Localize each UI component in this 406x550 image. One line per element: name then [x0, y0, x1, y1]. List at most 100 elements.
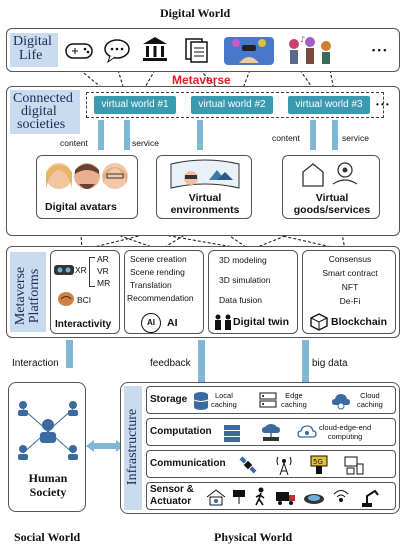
connected-label-line1: Connected	[13, 91, 73, 106]
digital-life-label-line2: Life	[19, 48, 43, 63]
virtual-env-icon	[170, 159, 240, 189]
antenna-icon	[273, 454, 295, 476]
vr-user-icon	[222, 33, 276, 67]
blockchain-card: Consensus Smart contract NFT De-Fi Block…	[302, 250, 396, 334]
robot-arm-icon	[359, 486, 381, 508]
human-network-icon	[18, 401, 78, 460]
digital-life-label-line1: Digital	[13, 34, 52, 49]
service-arrow-left	[124, 120, 130, 150]
digital-avatars-label: Digital avatars	[45, 201, 117, 213]
content-label-left: content	[60, 138, 88, 148]
interaction-label: Interaction	[12, 358, 59, 369]
digital-twin-title: Digital twin	[233, 316, 289, 328]
ar-label: AR	[97, 254, 109, 264]
interactivity-card: XR AR VR MR BCI Interactivity	[50, 250, 120, 334]
service-arrow-right	[332, 120, 338, 150]
xr-label: XR	[75, 265, 87, 275]
satellite-icon	[237, 454, 259, 476]
interactivity-title: Interactivity	[55, 319, 112, 330]
feedback-arrow	[198, 340, 205, 384]
communication-row: Communication 5G	[146, 450, 396, 478]
content-arrow-right	[310, 120, 316, 150]
sensor-actuator-row: Sensor & Actuator	[146, 482, 396, 510]
wifi-sensor-icon	[331, 486, 351, 508]
digital-twin-card: 3D modeling 3D simulation Data fusion Di…	[208, 250, 298, 334]
service-label-right: service	[342, 133, 369, 143]
sensor-title-line2: Actuator	[150, 496, 192, 507]
virtual-world-1: virtual world #1	[94, 96, 176, 114]
infrastructure-label-box: Infrastructure	[124, 386, 142, 510]
xr-bracket	[89, 257, 95, 287]
digital-life-label: Digital Life	[10, 33, 58, 67]
virtual-world-2: virtual world #2	[191, 96, 273, 114]
music-people-icon: ♪	[284, 34, 334, 66]
devices-icon	[343, 454, 365, 476]
truck-icon	[275, 488, 297, 506]
digital-life-more: • • •	[372, 45, 387, 55]
bank-icon	[140, 35, 170, 63]
chat-icon	[102, 36, 132, 64]
5g-icon: 5G	[309, 454, 329, 476]
env-label-line2: environments	[170, 204, 240, 216]
social-world-title: Social World	[14, 530, 81, 544]
twin-people-icon	[213, 314, 233, 330]
ai-item-scene-creation: Scene creation	[130, 254, 187, 264]
ai-title: AI	[167, 317, 178, 329]
storage-title: Storage	[150, 394, 188, 405]
virtual-environments-card: Virtual environments	[156, 155, 252, 219]
server-icon	[259, 391, 277, 411]
content-label-right: content	[272, 133, 300, 143]
computation-title: Computation	[150, 426, 212, 437]
ai-card: Scene creation Scene rending Translation…	[124, 250, 204, 334]
goods-label-line1: Virtual	[315, 192, 349, 204]
database-icon	[193, 391, 209, 411]
infrastructure-label: Infrastructure	[125, 408, 140, 486]
metaverse-platforms-label: Metaverse Platforms	[10, 252, 46, 332]
svg-text:♪: ♪	[300, 35, 305, 44]
service-label-left: service	[132, 138, 159, 148]
bc-item-consensus: Consensus	[328, 254, 372, 264]
virtual-goods-label: Virtual goods/services	[283, 192, 381, 216]
mr-label: MR	[97, 278, 111, 288]
connected-label-line2: digital	[21, 104, 57, 119]
content-arrow-left	[98, 120, 104, 150]
blockchain-title: Blockchain	[331, 316, 388, 328]
smart-home-icon	[205, 488, 227, 506]
human-society-label: Human Society	[9, 471, 87, 499]
bc-item-smart-contract: Smart contract	[322, 268, 378, 278]
vr-headset-icon	[53, 263, 75, 277]
robot-vacuum-icon	[303, 488, 325, 506]
walking-person-icon	[251, 487, 269, 507]
camera-sensor-icon	[231, 488, 247, 506]
virtual-worlds-strip	[86, 92, 384, 118]
sensor-actuator-title: Sensor & Actuator	[150, 484, 194, 508]
twin-item-data-fusion: Data fusion	[219, 295, 262, 305]
big-data-label: big data	[312, 358, 348, 369]
ai-item-recommendation: Recommendation	[127, 293, 194, 303]
cloud-icon	[331, 391, 351, 411]
connected-societies-label: Connected digital societies	[10, 90, 80, 134]
bc-item-defi: De-Fi	[339, 296, 361, 306]
blockchain-cube-icon	[309, 313, 329, 331]
ai-item-scene-rending: Scene rending	[130, 267, 185, 277]
connected-label-line3: societies	[17, 117, 66, 132]
human-society-line1: Human	[28, 471, 68, 485]
server-rack-icon	[223, 423, 241, 443]
ai-item-translation: Translation	[130, 280, 172, 290]
virtual-goods-icon	[302, 162, 358, 187]
digital-world-title: Digital World	[160, 6, 231, 20]
bci-icon	[57, 291, 75, 307]
platforms-label-line2: Platforms	[27, 268, 42, 324]
human-society-line2: Society	[29, 485, 67, 499]
feedback-label: feedback	[150, 358, 191, 369]
interaction-arrow	[66, 340, 73, 368]
digital-avatars-card: Digital avatars	[36, 155, 138, 219]
ai-badge-icon: AI	[141, 313, 161, 333]
gamepad-icon	[64, 36, 94, 64]
virtual-world-3: virtual world #3	[288, 96, 370, 114]
